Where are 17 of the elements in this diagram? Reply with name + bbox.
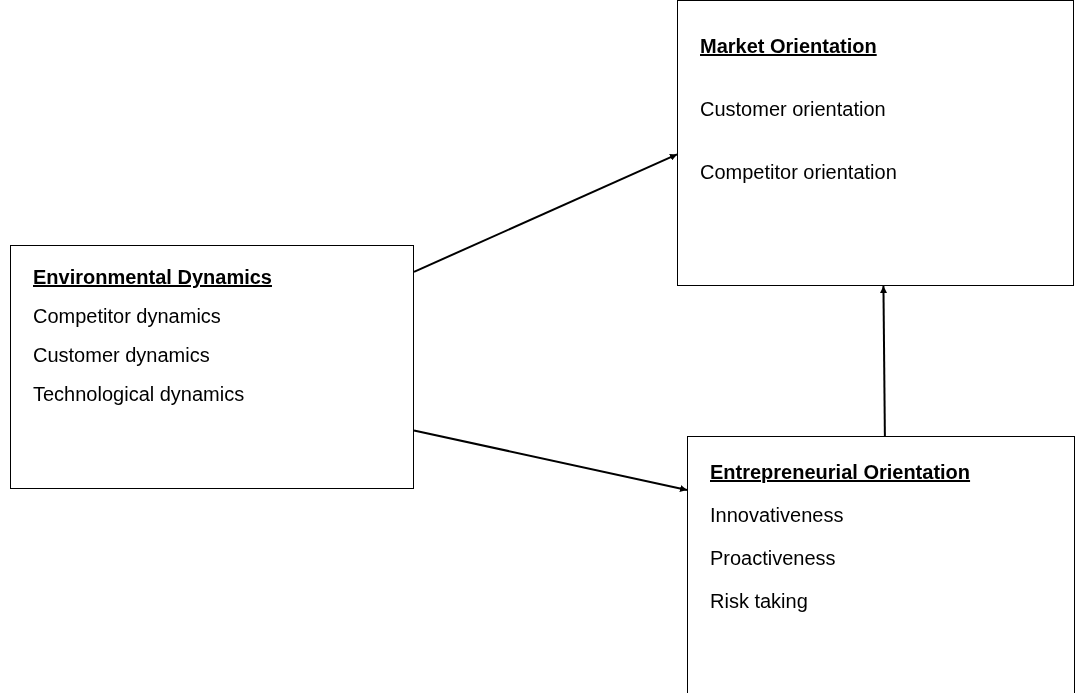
box-item: Innovativeness [710,504,844,527]
box-item: Technological dynamics [33,383,245,406]
arrow [413,429,688,492]
box-item: Proactiveness [710,547,836,570]
arrow [413,153,678,273]
concept-box [10,245,414,489]
box-heading: Market Orientation [700,35,877,58]
concept-box [687,436,1075,693]
box-heading: Entrepreneurial Orientation [710,461,971,484]
concept-box [677,0,1074,286]
box-item: Risk taking [710,590,808,613]
box-heading: Environmental Dynamics [33,266,272,289]
box-item: Competitor dynamics [33,305,221,328]
arrow [880,285,887,437]
box-item: Competitor orientation [700,161,897,184]
box-item: Customer orientation [700,98,886,121]
box-item: Customer dynamics [33,344,210,367]
